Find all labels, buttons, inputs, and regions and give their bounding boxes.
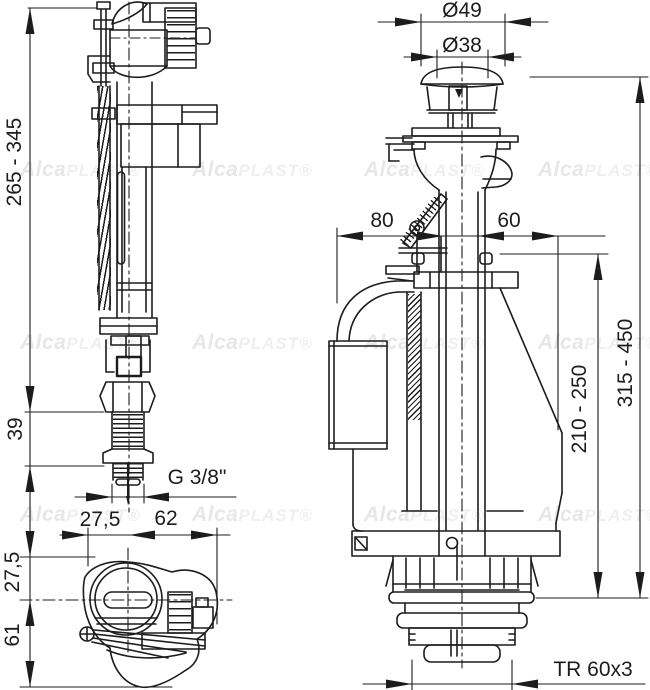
dim-label-outlet-thread: TR 60x3 [553,658,633,681]
dim-label-top-depth-upper: 27,5 [1,551,24,593]
dimension-lines [20,7,648,690]
top-view-ribs-hatch [169,594,191,631]
flush-valve-front-view [329,62,562,668]
dim-label-top-width: 62 [154,507,178,530]
dim-label-total-height: 315 - 450 [614,318,637,408]
dim-label-fill-height: 265 - 345 [3,117,26,207]
watermark-logo: AlcaPLAST® [538,158,650,181]
adjust-rod-thread-hatch [97,86,111,310]
dim-label-inlet-thread: G 3/8" [167,466,227,489]
dim-label-shank-length: 39 [4,417,27,441]
watermark-logo: AlcaPLAST® [538,503,650,526]
watermark-logo: AlcaPLAST® [364,158,485,181]
dim-label-button-outer: Ø49 [442,0,482,22]
watermark-logo: AlcaPLAST® [192,158,313,181]
dim-label-top-offset: 27,5 [79,508,121,531]
dim-label-top-depth-lower: 61 [1,623,24,647]
fill-valve-top-view [80,548,217,687]
dim-label-adjustable-height: 210 - 250 [568,364,591,454]
dim-label-left-reach: 80 [370,209,394,232]
watermark-logo: AlcaPLAST® [538,331,650,354]
watermark-logo: AlcaPLAST® [20,331,141,354]
watermark-logo: AlcaPLAST® [192,503,313,526]
watermark-logo: AlcaPLAST® [20,503,141,526]
dim-label-right-reach: 60 [497,209,521,232]
shank-thread-hatch [113,414,143,448]
watermark-logo: AlcaPLAST® [192,331,313,354]
dim-label-button-inner: Ø38 [442,34,482,57]
overflow-channel-hatch [408,294,421,420]
fill-valve-side-view [88,2,217,512]
